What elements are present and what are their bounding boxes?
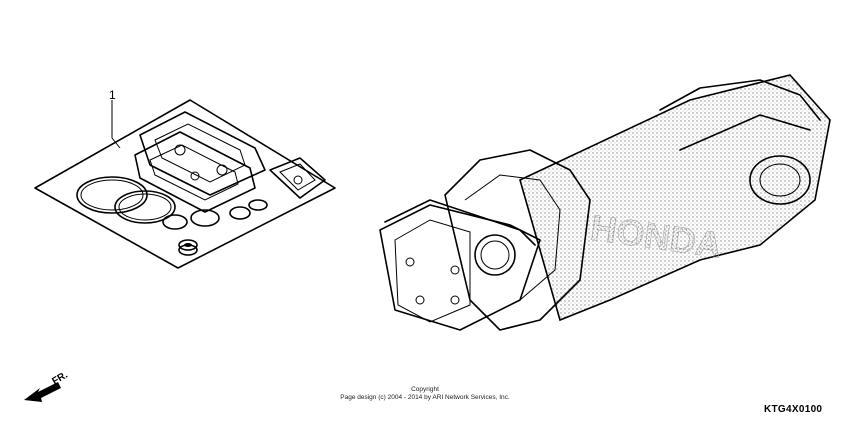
copyright-notice: Copyright Page design (c) 2004 - 2014 by… [300,386,550,402]
engine-assembly: HONDA [379,74,831,331]
figure-code: KTG4X0100 [764,404,823,415]
copyright-line-1: Copyright [411,386,439,393]
callout-number-1[interactable]: 1 [109,88,116,102]
front-direction-arrow [24,382,61,402]
gasket-kit-1[interactable] [34,99,336,269]
copyright-line-2: Page design (c) 2004 - 2014 by ARI Netwo… [340,394,510,401]
